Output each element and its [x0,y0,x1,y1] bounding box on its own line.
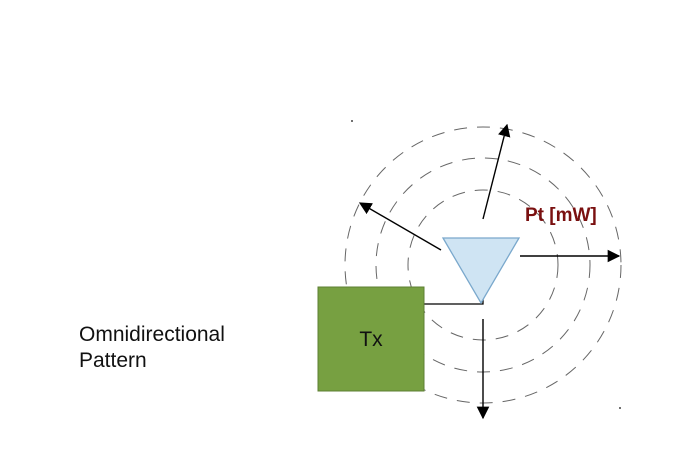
corner-dot-bottom-right [619,407,621,409]
transmitter-label: Tx [359,328,383,351]
caption-line-2: Pattern [79,349,147,372]
transmitter-box [317,286,425,392]
power-label: Pt [mW] [525,205,597,226]
arrow-up [482,123,511,220]
pattern-caption: Omnidirectional Pattern [79,322,225,374]
arrow-up-left [358,202,442,251]
corner-dot-top-left [351,120,353,122]
caption-line-1: Omnidirectional [79,323,225,346]
triangle-antenna-icon [441,237,521,305]
radiation-arrows [358,123,621,420]
